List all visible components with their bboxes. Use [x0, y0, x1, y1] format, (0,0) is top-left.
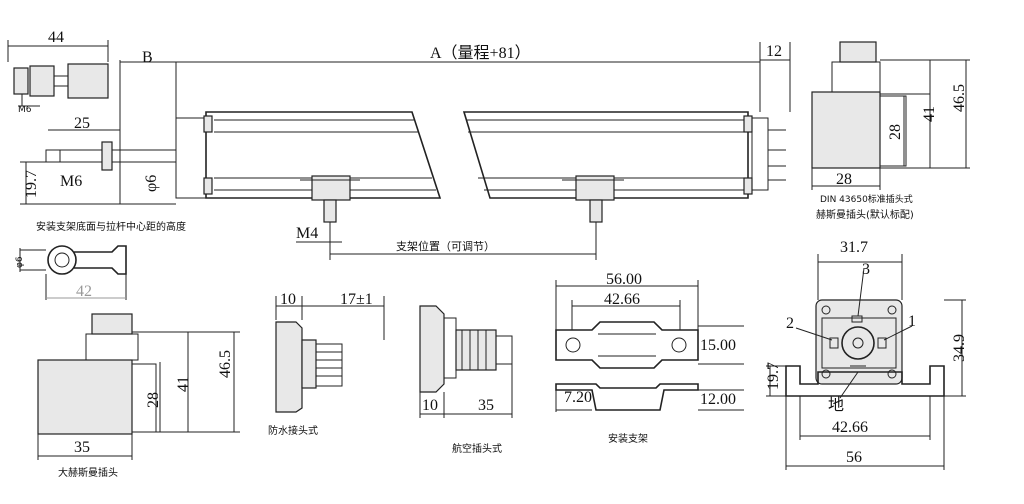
dim-17-waterproof: 17±1 — [340, 291, 373, 308]
dim-41-din: 41 — [921, 106, 938, 122]
dim-35-aviation: 35 — [478, 397, 494, 414]
mounting-bracket-view — [555, 280, 744, 412]
dim-41-big: 41 — [175, 376, 192, 392]
dim-m4: M4 — [296, 225, 318, 242]
aviation-connector-view — [419, 305, 513, 418]
dim-bracket-position: 支架位置（可调节） — [396, 239, 495, 253]
caption-hirschmann-default: 赫斯曼插头(默认标配) — [816, 208, 914, 221]
sensor-main-body — [175, 42, 791, 260]
dim-a-range: A（量程+81） — [430, 44, 531, 62]
pin-3-label: 3 — [862, 261, 870, 278]
dim-28-big: 28 — [145, 392, 162, 408]
dim-phi6-rod: φ6 — [143, 175, 160, 192]
dim-44: 44 — [48, 29, 64, 46]
ground-label: 地 — [828, 396, 844, 414]
caption-aviation: 航空插头式 — [452, 442, 502, 455]
dim-25: 25 — [74, 115, 90, 132]
dim-31-7: 31.7 — [840, 239, 868, 256]
dim-35-big: 35 — [74, 439, 90, 456]
dim-7-2-bracket: 7.20 — [564, 389, 592, 406]
dim-m6-top: M6 — [18, 105, 32, 115]
dim-10-waterproof: 10 — [280, 291, 296, 308]
dim-12-bracket: 12.00 — [700, 391, 736, 408]
dim-34-9: 34.9 — [951, 334, 968, 362]
dim-42-66-bracket: 42.66 — [604, 291, 640, 308]
caption-big-hirschmann: 大赫斯曼插头 — [58, 466, 118, 479]
dim-19-7-left: 19.7 — [23, 170, 40, 198]
rod-side-view — [20, 60, 177, 205]
dim-46-5-big: 46.5 — [217, 350, 234, 378]
dim-56-bracket: 56.00 — [606, 271, 642, 288]
waterproof-connector-view — [275, 296, 385, 413]
pin-2-label: 2 — [786, 315, 794, 332]
dim-m6-rod: M6 — [60, 173, 82, 190]
connector-front-view — [766, 254, 966, 470]
caption-mount-height: 安装支架底面与拉杆中心距的高度 — [36, 220, 186, 233]
dim-15-bracket: 15.00 — [700, 337, 736, 354]
dim-12-top: 12 — [766, 43, 782, 60]
dim-phi6-eye: φ6 — [15, 256, 25, 268]
dim-28-din-width: 28 — [836, 171, 852, 188]
dim-46-5-din: 46.5 — [951, 84, 968, 112]
big-hirschmann-view — [37, 313, 240, 460]
din-connector-view — [811, 41, 970, 190]
dim-56-front: 56 — [846, 449, 862, 466]
dim-28-din: 28 — [887, 124, 904, 140]
caption-waterproof: 防水接头式 — [268, 424, 318, 437]
dim-10-aviation: 10 — [422, 397, 438, 414]
rod-eye-view — [19, 245, 127, 300]
rod-end-view — [7, 40, 109, 107]
dim-b: B — [142, 49, 153, 66]
dim-42-eye: 42 — [76, 283, 92, 300]
caption-bracket: 安装支架 — [608, 432, 648, 445]
caption-din-standard: DIN 43650标准插头式 — [820, 193, 913, 205]
dim-19-7-front: 19.7 — [765, 362, 782, 390]
pin-1-label: 1 — [908, 313, 916, 330]
dim-42-66-front: 42.66 — [832, 419, 868, 436]
